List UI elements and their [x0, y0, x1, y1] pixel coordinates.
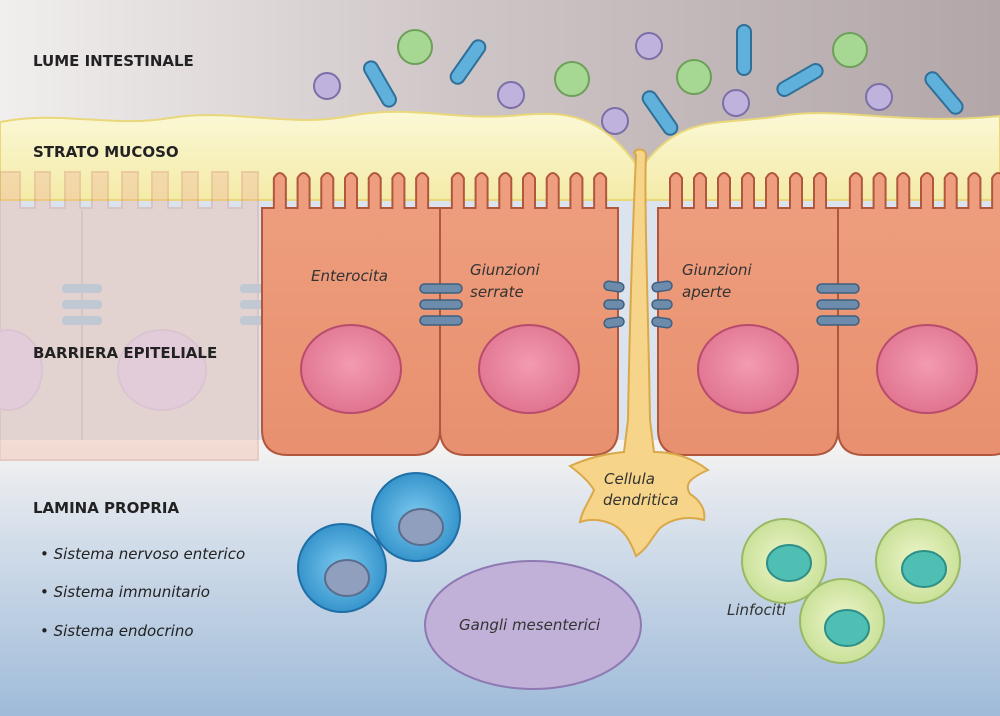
- dendritic-cell: [568, 148, 710, 558]
- round-bacterium: [676, 59, 712, 95]
- label-mucus: STRATO MUCOSO: [33, 143, 179, 161]
- lymphocyte: [875, 518, 961, 604]
- rod-bacterium: [641, 90, 679, 136]
- faded-epithelium: [0, 171, 280, 461]
- round-bacterium: [722, 89, 750, 117]
- bacteria-group: [313, 24, 964, 136]
- enterocytes-group: [261, 172, 1000, 456]
- rod-bacterium: [776, 63, 824, 97]
- label-tight-junctions: Giunzioni: [470, 261, 541, 279]
- round-bacterium: [497, 81, 525, 109]
- label-lumen: LUME INTESTINALE: [33, 52, 194, 70]
- round-bacterium: [313, 72, 341, 100]
- blue-cell: [371, 472, 461, 562]
- cell-nucleus: [697, 324, 799, 414]
- label-dendritic-cell: Cellula: [604, 470, 655, 488]
- cell-nucleus: [876, 324, 978, 414]
- round-bacterium: [635, 32, 663, 60]
- lamina-item: • Sistema immunitario: [40, 583, 210, 601]
- label-tight-junctions: serrate: [470, 283, 524, 301]
- label-lymphocytes: Linfociti: [727, 601, 787, 619]
- rod-bacterium: [736, 24, 752, 76]
- round-bacterium: [601, 107, 629, 135]
- cell-nucleus: [300, 324, 402, 414]
- label-lamina: LAMINA PROPRIA: [33, 499, 179, 517]
- rod-bacterium: [924, 71, 964, 115]
- label-dendritic-cell: dendritica: [603, 491, 679, 509]
- blue-cell: [297, 523, 387, 613]
- label-enterocyte: Enterocita: [311, 267, 388, 285]
- rod-bacterium: [449, 39, 487, 85]
- round-bacterium: [865, 83, 893, 111]
- label-epithelium: BARRIERA EPITELIALE: [33, 344, 217, 362]
- lamina-item: • Sistema endocrino: [40, 622, 194, 640]
- label-open-junctions: aperte: [682, 283, 731, 301]
- label-ganglia: Gangli mesenterici: [459, 616, 601, 634]
- label-open-junctions: Giunzioni: [682, 261, 753, 279]
- tight-junctions: [419, 283, 860, 326]
- rod-bacterium: [363, 60, 397, 108]
- cell-nucleus: [478, 324, 580, 414]
- lymphocyte: [741, 518, 827, 604]
- round-bacterium: [832, 32, 868, 68]
- mesenteric-ganglia: [424, 560, 642, 690]
- lymphocyte: [799, 578, 885, 664]
- round-bacterium: [554, 61, 590, 97]
- lamina-item: • Sistema nervoso enterico: [40, 545, 245, 563]
- open-junctions: [603, 280, 673, 329]
- round-bacterium: [397, 29, 433, 65]
